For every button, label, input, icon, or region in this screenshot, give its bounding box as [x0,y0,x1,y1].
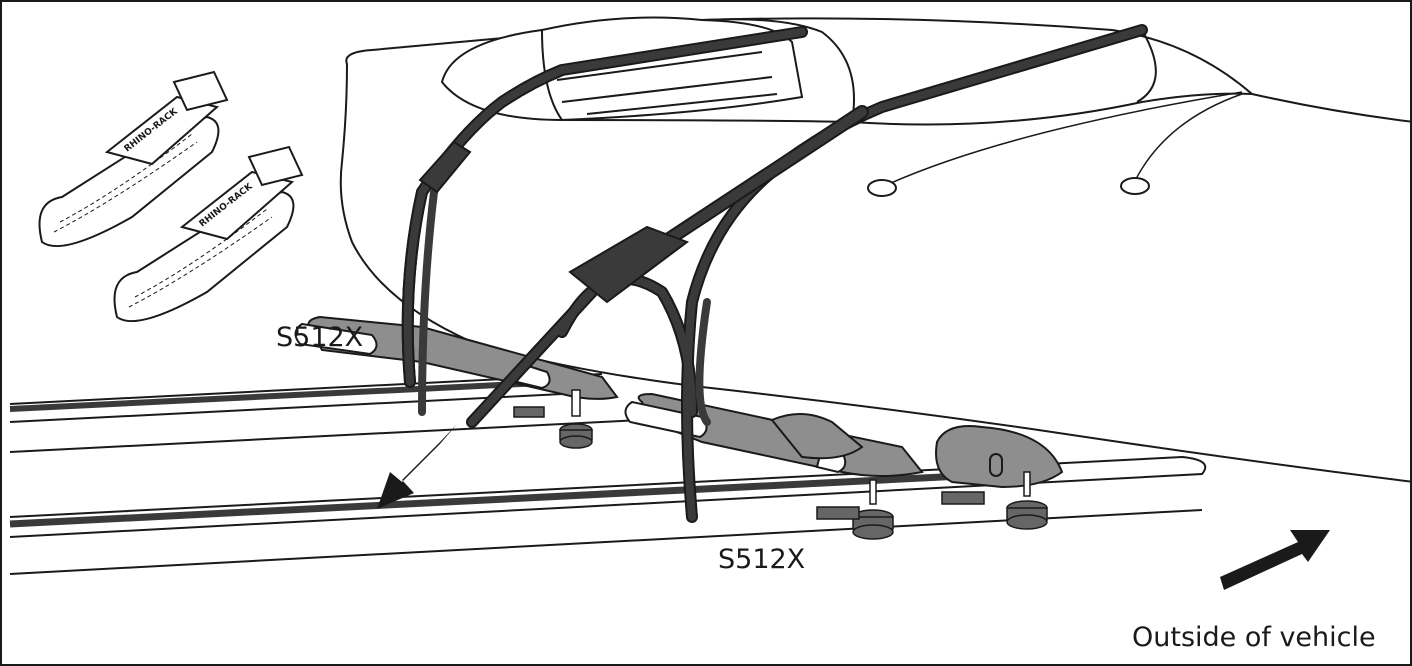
buckle-slot [989,453,1003,477]
deck-fitting [1120,177,1150,195]
roof-bars [9,373,1207,575]
outside-direction-arrow [1220,530,1330,590]
deck-fitting [867,179,897,197]
mount-knob [513,389,593,449]
strap-buckle [418,140,690,304]
carrier-label-upper: S512X [276,322,364,353]
spare-straps: RHINO-RACK RHINO-RACK [38,70,304,323]
kayak-hull [339,17,1410,483]
cradle-buckle [935,425,1064,489]
cradle-rear-pad [294,322,378,356]
kayak [339,16,1410,483]
front-roof-bar [9,455,1207,575]
cradle-front-block [770,412,864,460]
mount-knob [816,479,894,540]
tie-down-straps [401,24,1148,523]
strap-roll: RHINO-RACK [113,145,304,323]
deck-line-left [881,91,1243,188]
pull-direction-arrow [377,424,457,509]
orientation-label: Outside of vehicle [1132,622,1376,653]
cradle-rear [294,315,619,449]
deck-line-right [1131,93,1243,188]
carrier-label-lower: S512X [718,544,806,575]
mount-knob [941,471,1048,530]
cradle-front [624,392,1064,540]
